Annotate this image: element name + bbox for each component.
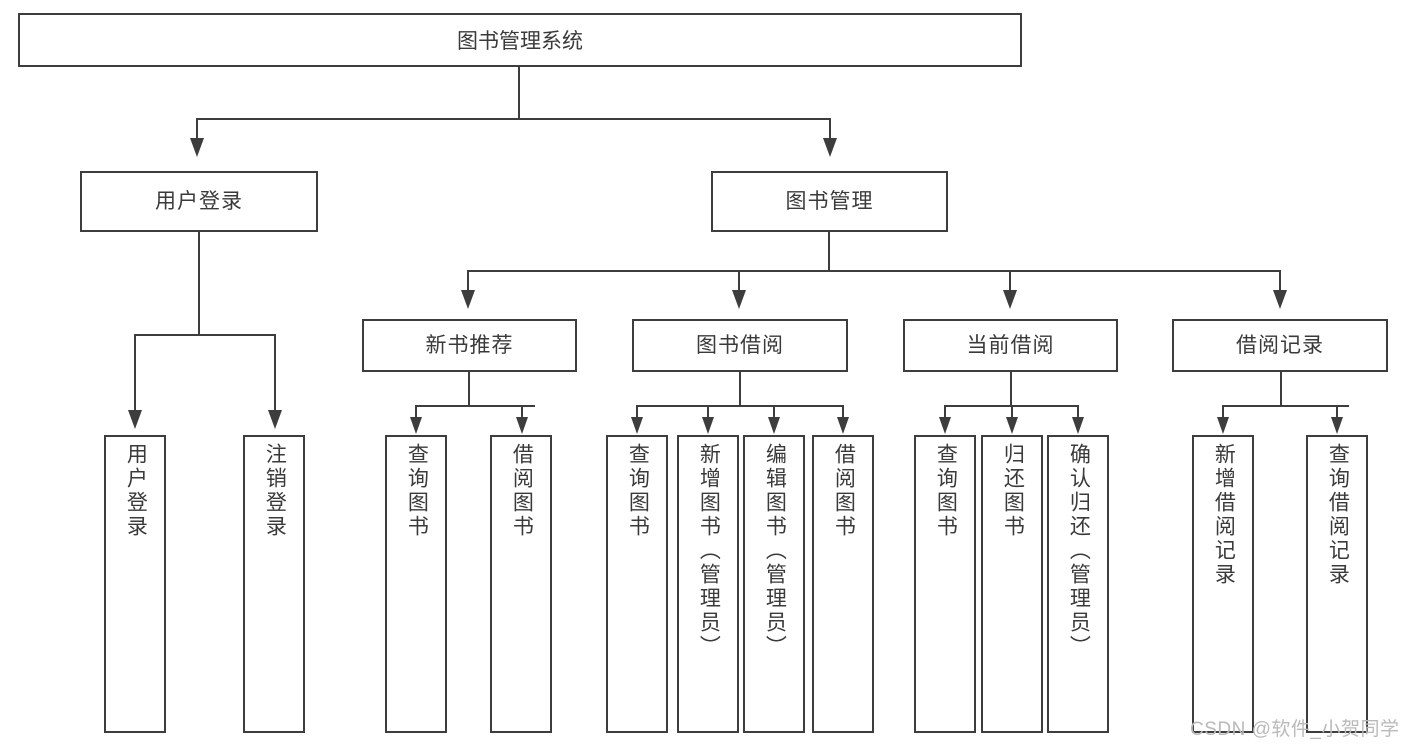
leaf-label: 注销登录 [263, 443, 287, 539]
leaf-label: 借阅图书 [510, 443, 534, 539]
arrow-borrow-record-leaf-0 [1217, 417, 1229, 434]
arrow-current-borrow-leaf-1 [1006, 417, 1018, 434]
connector-drop-book-borrow [738, 270, 741, 292]
leaf-current-borrow-0[interactable]: 查询图书 [914, 435, 976, 733]
leaf-label: 查询借阅记录 [1326, 443, 1350, 587]
leaf-new-book-1[interactable]: 借阅图书 [490, 435, 552, 733]
connector-level3-bus [467, 270, 1281, 273]
connector-drop-current-borrow [1009, 270, 1012, 292]
leaf-book-borrow-1[interactable]: 新增图书（管理员） [677, 435, 739, 733]
node-label: 图书借阅 [696, 333, 784, 357]
connector-user-login-leaf-1 [274, 334, 277, 412]
connector-user-login-bus [134, 334, 276, 337]
leaf-current-borrow-1[interactable]: 归还图书 [981, 435, 1043, 733]
connector-level2-bus [196, 118, 830, 121]
node-label: 借阅记录 [1236, 333, 1324, 357]
node-current-borrow[interactable]: 当前借阅 [903, 319, 1118, 372]
connector-current-borrow-stem [1010, 372, 1013, 407]
leaf-label: 编辑图书（管理员） [763, 443, 787, 659]
arrow-book-borrow-leaf-2 [768, 417, 780, 434]
leaf-label: 新增图书（管理员） [697, 443, 721, 659]
connector-book-borrow-leaf-2 [773, 405, 776, 419]
leaf-book-borrow-3[interactable]: 借阅图书 [812, 435, 874, 733]
connector-book-borrow-leaf-1 [707, 405, 710, 419]
arrow-user-login [190, 138, 204, 157]
connector-book-manage-stem [828, 232, 831, 272]
connector-new-book-leaf-1 [521, 405, 524, 419]
leaf-label: 新增借阅记录 [1212, 443, 1236, 587]
connector-borrow-record-leaf-1 [1336, 405, 1339, 419]
connector-book-borrow-stem [739, 372, 742, 407]
leaf-label: 借阅图书 [832, 443, 856, 539]
arrow-borrow-record-leaf-1 [1331, 417, 1343, 434]
connector-drop-book-manage [829, 118, 832, 140]
csdn-watermark: CSDN @软件_小贺同学 [1190, 719, 1400, 740]
arrow-new-book [461, 290, 475, 309]
leaf-book-borrow-0[interactable]: 查询图书 [606, 435, 668, 733]
node-label: 当前借阅 [966, 333, 1055, 357]
connector-drop-new-book [467, 270, 470, 292]
node-label: 用户登录 [155, 189, 243, 213]
arrow-new-book-leaf-1 [516, 417, 528, 434]
node-new-book-recommend[interactable]: 新书推荐 [362, 319, 577, 372]
connector-current-borrow-leaf-2 [1077, 405, 1080, 419]
leaf-label: 归还图书 [1001, 443, 1025, 539]
connector-new-book-leaf-0 [415, 405, 418, 419]
node-label: 新书推荐 [425, 333, 514, 357]
arrow-current-borrow-leaf-2 [1072, 417, 1084, 434]
arrow-book-borrow-leaf-0 [631, 417, 643, 434]
node-book-manage[interactable]: 图书管理 [711, 171, 948, 232]
arrow-user-login-leaf-0 [128, 410, 142, 429]
connector-current-borrow-leaf-0 [944, 405, 947, 419]
node-label: 图书管理 [785, 189, 874, 213]
arrow-book-borrow-leaf-3 [837, 417, 849, 434]
node-book-borrow[interactable]: 图书借阅 [632, 319, 848, 372]
connector-borrow-record-stem [1280, 372, 1283, 407]
arrow-user-login-leaf-1 [268, 410, 282, 429]
connector-drop-user-login [196, 118, 199, 140]
connector-root-stem [518, 67, 521, 119]
leaf-label: 查询图书 [934, 443, 958, 539]
leaf-label: 查询图书 [626, 443, 650, 539]
connector-current-borrow-leaf-1 [1011, 405, 1014, 419]
arrow-current-borrow-leaf-0 [939, 417, 951, 434]
leaf-user-login-0[interactable]: 用户登录 [104, 435, 166, 733]
arrow-borrow-record [1273, 290, 1287, 309]
leaf-label: 确认归还（管理员） [1067, 443, 1091, 659]
leaf-borrow-record-1[interactable]: 查询借阅记录 [1306, 435, 1368, 733]
arrow-book-borrow [732, 290, 746, 309]
node-user-login[interactable]: 用户登录 [80, 171, 318, 232]
leaf-label: 查询图书 [405, 443, 429, 539]
connector-borrow-record-bus [1222, 405, 1349, 408]
connector-drop-borrow-record [1279, 270, 1282, 292]
connector-book-borrow-leaf-0 [636, 405, 639, 419]
leaf-borrow-record-0[interactable]: 新增借阅记录 [1192, 435, 1254, 733]
connector-user-login-leaf-0 [134, 334, 137, 412]
arrow-book-borrow-leaf-1 [702, 417, 714, 434]
connector-book-borrow-leaf-3 [842, 405, 845, 419]
arrow-current-borrow [1003, 290, 1017, 309]
leaf-book-borrow-2[interactable]: 编辑图书（管理员） [743, 435, 805, 733]
node-borrow-record[interactable]: 借阅记录 [1172, 319, 1388, 372]
node-root-system[interactable]: 图书管理系统 [18, 13, 1022, 67]
arrow-book-manage [823, 138, 837, 157]
connector-new-book-bus [415, 405, 535, 408]
leaf-label: 用户登录 [124, 443, 148, 539]
leaf-current-borrow-2[interactable]: 确认归还（管理员） [1047, 435, 1109, 733]
node-label: 图书管理系统 [457, 30, 583, 53]
leaf-user-login-1[interactable]: 注销登录 [243, 435, 305, 733]
connector-new-book-stem [468, 372, 471, 407]
connector-user-login-stem [198, 232, 201, 336]
leaf-new-book-0[interactable]: 查询图书 [385, 435, 447, 733]
connector-book-borrow-bus [636, 405, 844, 408]
connector-borrow-record-leaf-0 [1222, 405, 1225, 419]
arrow-new-book-leaf-0 [410, 417, 422, 434]
